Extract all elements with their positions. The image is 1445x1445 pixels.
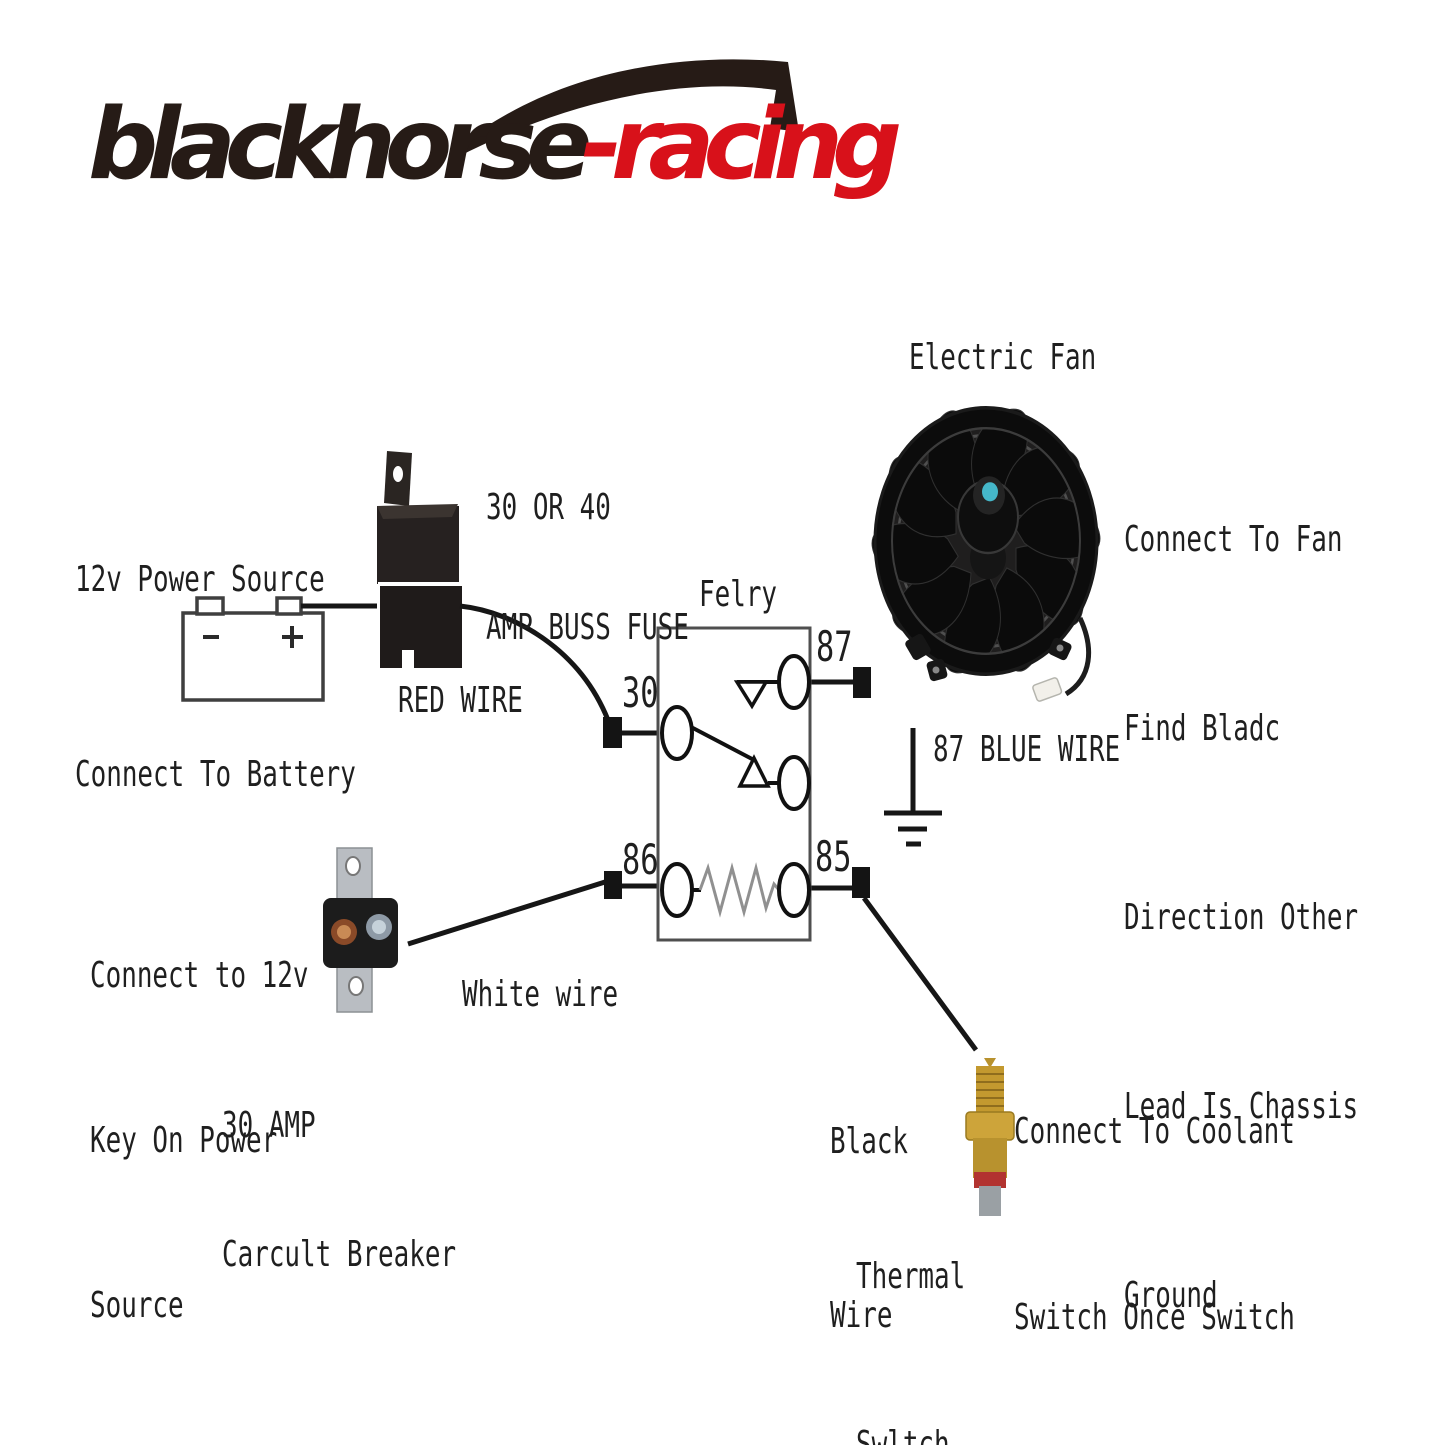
fuse-tab-hole bbox=[393, 466, 403, 482]
pin-label-30: 30 bbox=[622, 668, 659, 717]
fuse-label: 30 OR 40 AMP BUSS FUSE bbox=[486, 408, 689, 728]
fuse-label-line: AMP BUSS FUSE bbox=[486, 607, 689, 648]
battery-symbol bbox=[181, 596, 325, 702]
thermal-hex-nut bbox=[965, 1111, 1015, 1141]
battery-body bbox=[181, 611, 325, 702]
pin-85 bbox=[777, 862, 811, 918]
key-power-label: Connect to 12v Key On Power Source bbox=[90, 838, 308, 1443]
breaker-bracket-hole bbox=[345, 856, 361, 876]
pin-label-86: 86 bbox=[622, 835, 659, 884]
fuse-top-face bbox=[377, 504, 458, 519]
thermal-probe-tip bbox=[979, 1186, 1001, 1216]
switch-arm bbox=[690, 725, 755, 762]
circuit-breaker-image bbox=[323, 847, 398, 1013]
fan-shroud-ring bbox=[875, 407, 1097, 675]
thermal-red-band bbox=[974, 1172, 1006, 1188]
battery-polarity-marks bbox=[203, 626, 303, 648]
fuse-lower-body bbox=[380, 586, 462, 668]
breaker-label: 30 AMP Carcult Breaker bbox=[222, 1018, 456, 1362]
pin-30 bbox=[660, 705, 694, 761]
thermal-switch-image bbox=[965, 1058, 1015, 1216]
relay-symbol bbox=[603, 626, 871, 942]
red-wire-label: RED WIRE bbox=[398, 680, 523, 721]
fan-note-line: Direction Other bbox=[1124, 897, 1359, 938]
blue-wire-label: 87 BLUE WIRE bbox=[933, 729, 1121, 770]
relay-pins bbox=[660, 654, 811, 918]
relay-title: Felry bbox=[699, 574, 778, 615]
fuse-upper-body bbox=[377, 506, 459, 584]
logo-swoosh-icon bbox=[452, 59, 799, 158]
terminal-87 bbox=[853, 667, 871, 698]
power-source-label: 12v Power Source Connect To Battery bbox=[75, 417, 356, 937]
electric-fan-title: Electric Fan bbox=[909, 337, 1097, 378]
coolant-note-line: Connect To Coolant bbox=[1014, 1111, 1295, 1152]
brand-logo: blackhorse-racing bbox=[88, 96, 902, 194]
logo-text-red: -racing bbox=[581, 88, 902, 202]
contact-triangle-arm bbox=[737, 754, 771, 788]
white-wire-label: White wire bbox=[462, 974, 619, 1015]
fan-note-line: Connect To Fan bbox=[1124, 519, 1343, 560]
relay-coil bbox=[698, 862, 781, 918]
ground-symbol-icon bbox=[884, 728, 942, 847]
contact-triangle-87 bbox=[733, 680, 770, 710]
coolant-note: Connect To Coolant Switch Once Switch Ge… bbox=[1014, 977, 1295, 1445]
logo-text-dark: blackhorse bbox=[88, 88, 592, 202]
thermal-body bbox=[973, 1138, 1007, 1178]
buss-fuse-image bbox=[377, 451, 462, 668]
electric-fan-image bbox=[865, 403, 1107, 702]
pin-87a bbox=[777, 755, 811, 811]
power-source-line: 12v Power Source bbox=[75, 559, 325, 600]
terminal85-to-thermal-wire bbox=[861, 896, 979, 1052]
breaker-label-line: Carcult Breaker bbox=[222, 1234, 457, 1275]
fan-note-line: Lead Is Chassis bbox=[1124, 1086, 1359, 1127]
thermal-tip-point bbox=[984, 1058, 996, 1068]
key-power-line: Connect to 12v bbox=[90, 955, 309, 996]
wires bbox=[301, 603, 979, 1052]
black-wire-line: Wire bbox=[830, 1295, 893, 1336]
terminal-30 bbox=[603, 717, 622, 748]
black-wire-label: Black Wire bbox=[830, 997, 908, 1445]
fan-note-line: Ground bbox=[1124, 1275, 1218, 1316]
coolant-note-line: Switch Once Switch bbox=[1014, 1297, 1295, 1338]
pin-label-85: 85 bbox=[815, 832, 852, 881]
key-power-line: Key On Power bbox=[90, 1120, 278, 1161]
fan-connector bbox=[1032, 677, 1063, 702]
battery-terminal-minus bbox=[195, 596, 225, 616]
thermal-switch-label: Thermal Swltch bbox=[856, 1137, 965, 1445]
breaker-bracket-hole bbox=[348, 976, 364, 996]
fan-note: Connect To Fan Find Bladc Direction Othe… bbox=[1124, 382, 1358, 1445]
key-power-line: Source bbox=[90, 1285, 184, 1326]
thermal-label-line: Thermal bbox=[856, 1256, 966, 1297]
fuse-to-pin30-wire bbox=[459, 603, 611, 721]
breaker-to-pin86-wire bbox=[407, 879, 606, 947]
fan-note-line: Find Bladc bbox=[1124, 708, 1281, 749]
power-source-line: Connect To Battery bbox=[75, 754, 356, 795]
fan-lead-wire bbox=[1064, 616, 1092, 697]
wire-terminals bbox=[603, 667, 871, 899]
black-wire-line: Black bbox=[830, 1121, 909, 1162]
breaker-label-line: 30 AMP bbox=[222, 1105, 316, 1146]
fan-hub-cap bbox=[982, 482, 998, 502]
pin-86 bbox=[660, 862, 694, 918]
terminal-86 bbox=[604, 871, 622, 899]
fuse-label-line: 30 OR 40 bbox=[486, 487, 611, 528]
pin-87 bbox=[777, 654, 811, 710]
pin-label-87: 87 bbox=[816, 622, 853, 671]
thermal-label-line: Swltch bbox=[856, 1424, 950, 1445]
terminal-85 bbox=[852, 867, 870, 898]
